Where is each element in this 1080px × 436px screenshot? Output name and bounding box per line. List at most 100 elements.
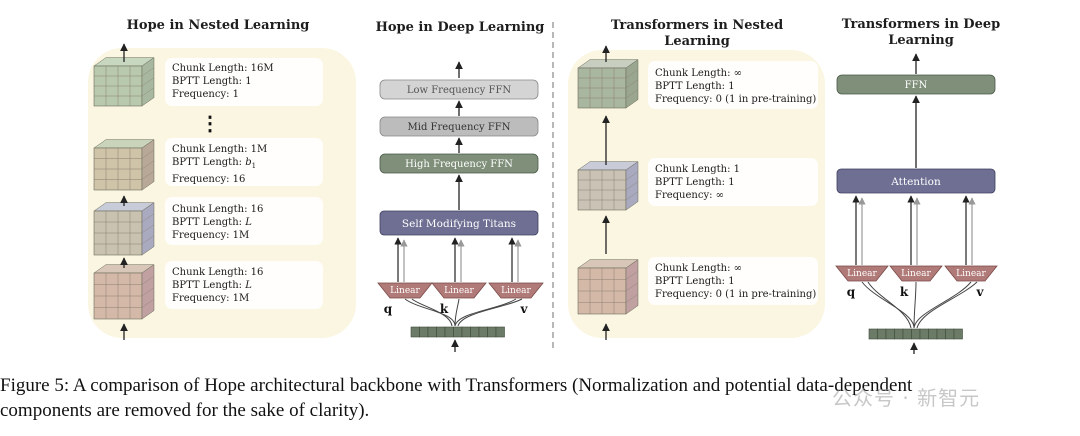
input-token [487, 326, 497, 338]
bptt-length: BPTT Length: 1 [655, 81, 735, 92]
info-card [165, 197, 323, 245]
hope-level-1-info: Chunk Length: 16M BPTT Length: 1 Frequen… [172, 62, 274, 101]
bptt-subscript: 1 [251, 162, 257, 170]
input-token [919, 328, 929, 340]
input-token [877, 328, 887, 340]
bptt-variable: L [245, 280, 252, 291]
transformers-input-tokens [868, 328, 963, 340]
hope-nested-info-cards [165, 58, 323, 309]
linear-k-block [431, 282, 487, 299]
bptt-length: BPTT Length: b1 [172, 156, 267, 173]
chunk-length: Chunk Length: 1M [172, 144, 268, 155]
attention-block [836, 168, 996, 194]
input-token [928, 328, 938, 340]
linear-label-k: Linear [444, 286, 474, 296]
ffn-label: FFN [905, 80, 928, 91]
input-token [902, 328, 912, 340]
transformers-deep-labels: FFN Attention Linear Linear Linear q k v [847, 80, 987, 299]
input-token [453, 326, 463, 338]
input-token [478, 326, 488, 338]
bptt-length: BPTT Length: 1 [172, 76, 252, 87]
hope-nested-title: Hope in Nested Learning [126, 18, 310, 33]
linear-label-k: Linear [901, 269, 931, 279]
input-token [436, 326, 446, 338]
input-token [427, 326, 437, 338]
chunk-length: Chunk Length: 16M [172, 63, 274, 74]
bptt-length: BPTT Length: 1 [655, 177, 735, 188]
ellipsis: ⋮ [200, 111, 220, 135]
info-card [648, 158, 818, 206]
info-card [648, 257, 818, 305]
input-token [444, 326, 454, 338]
info-card [648, 61, 818, 109]
info-card [165, 261, 323, 309]
watermark: 公众号 · 新智元 [832, 386, 981, 410]
transformers-nested-info-cards [648, 61, 818, 305]
bptt-length: BPTT Length: 1 [655, 276, 735, 287]
memory-cube-stack [93, 139, 155, 191]
caption-line-2: components are removed for the sake of c… [0, 400, 370, 421]
linear-k-block [889, 265, 943, 282]
linear-label-v: Linear [501, 286, 531, 296]
q-label: q [384, 302, 393, 316]
memory-cube-stack [577, 259, 639, 315]
k-label: k [440, 302, 449, 316]
bptt-length: BPTT Length: L [172, 279, 263, 292]
transformers-nested-cubes [577, 59, 639, 315]
memory-cube-stack [577, 59, 639, 109]
transformers-deep-title-line2: Learning [888, 33, 954, 48]
input-token [868, 328, 878, 340]
frequency: Frequency: 16 [172, 174, 246, 185]
figure-caption: Figure 5: A comparison of Hope architect… [0, 373, 1060, 423]
input-token [936, 328, 946, 340]
v-label: v [520, 302, 529, 316]
hope-level-3-info: Chunk Length: 16 BPTT Length: L Frequenc… [172, 203, 263, 242]
linear-v-block [488, 282, 544, 299]
input-token [945, 328, 955, 340]
input-token [885, 328, 895, 340]
input-token [410, 326, 420, 338]
linear-label-q: Linear [390, 286, 420, 296]
transformers-deep-diagram [835, 53, 998, 354]
input-token [894, 328, 904, 340]
memory-cube-stack [93, 57, 155, 107]
v-label: v [976, 285, 985, 299]
input-token [495, 326, 505, 338]
input-token [419, 326, 429, 338]
linear-v-block [944, 265, 998, 282]
q-label: q [847, 285, 856, 299]
hope-nested-cubes [93, 57, 155, 320]
frequency: Frequency: ∞ [655, 190, 724, 201]
input-token [470, 326, 480, 338]
input-token [953, 328, 963, 340]
hope-level-4-info: Chunk Length: 16 BPTT Length: L Frequenc… [172, 266, 263, 305]
bptt-variable: b [245, 157, 252, 168]
chunk-length: Chunk Length: ∞ [655, 263, 742, 274]
frequency: Frequency: 1M [172, 293, 250, 304]
mid-frequency-ffn-block [379, 116, 539, 137]
ffn-block [836, 74, 996, 95]
high-frequency-ffn-block [379, 153, 539, 174]
transformer-level-1-info: Chunk Length: ∞ BPTT Length: 1 Frequency… [655, 67, 816, 106]
bptt-variable: L [245, 217, 252, 228]
memory-cube-stack [93, 264, 155, 320]
mid-frequency-ffn-label: Mid Frequency FFN [408, 122, 511, 133]
frequency: Frequency: 0 (1 in pre-training) [655, 94, 817, 105]
bptt-length: BPTT Length: L [172, 216, 263, 229]
info-card [165, 138, 323, 186]
memory-cube-stack [93, 202, 155, 256]
transformer-level-3-info: Chunk Length: ∞ BPTT Length: 1 Frequency… [655, 262, 816, 301]
frequency: Frequency: 1 [172, 89, 239, 100]
caption-line-1: Figure 5: A comparison of Hope architect… [0, 375, 913, 396]
low-frequency-ffn-label: Low Frequency FFN [407, 85, 512, 96]
hope-input-tokens [410, 326, 505, 338]
info-card [165, 58, 323, 106]
chunk-length: Chunk Length: 16 [172, 267, 264, 278]
k-label: k [900, 285, 909, 299]
high-frequency-ffn-label: High Frequency FFN [405, 159, 513, 170]
frequency: Frequency: 1M [172, 230, 250, 241]
transformers-nested-title: Transformers in Nested Learning [610, 18, 784, 49]
chunk-length: Chunk Length: 16 [172, 204, 264, 215]
transformers-deep-title-line1: Transformers in Deep [841, 17, 1001, 32]
